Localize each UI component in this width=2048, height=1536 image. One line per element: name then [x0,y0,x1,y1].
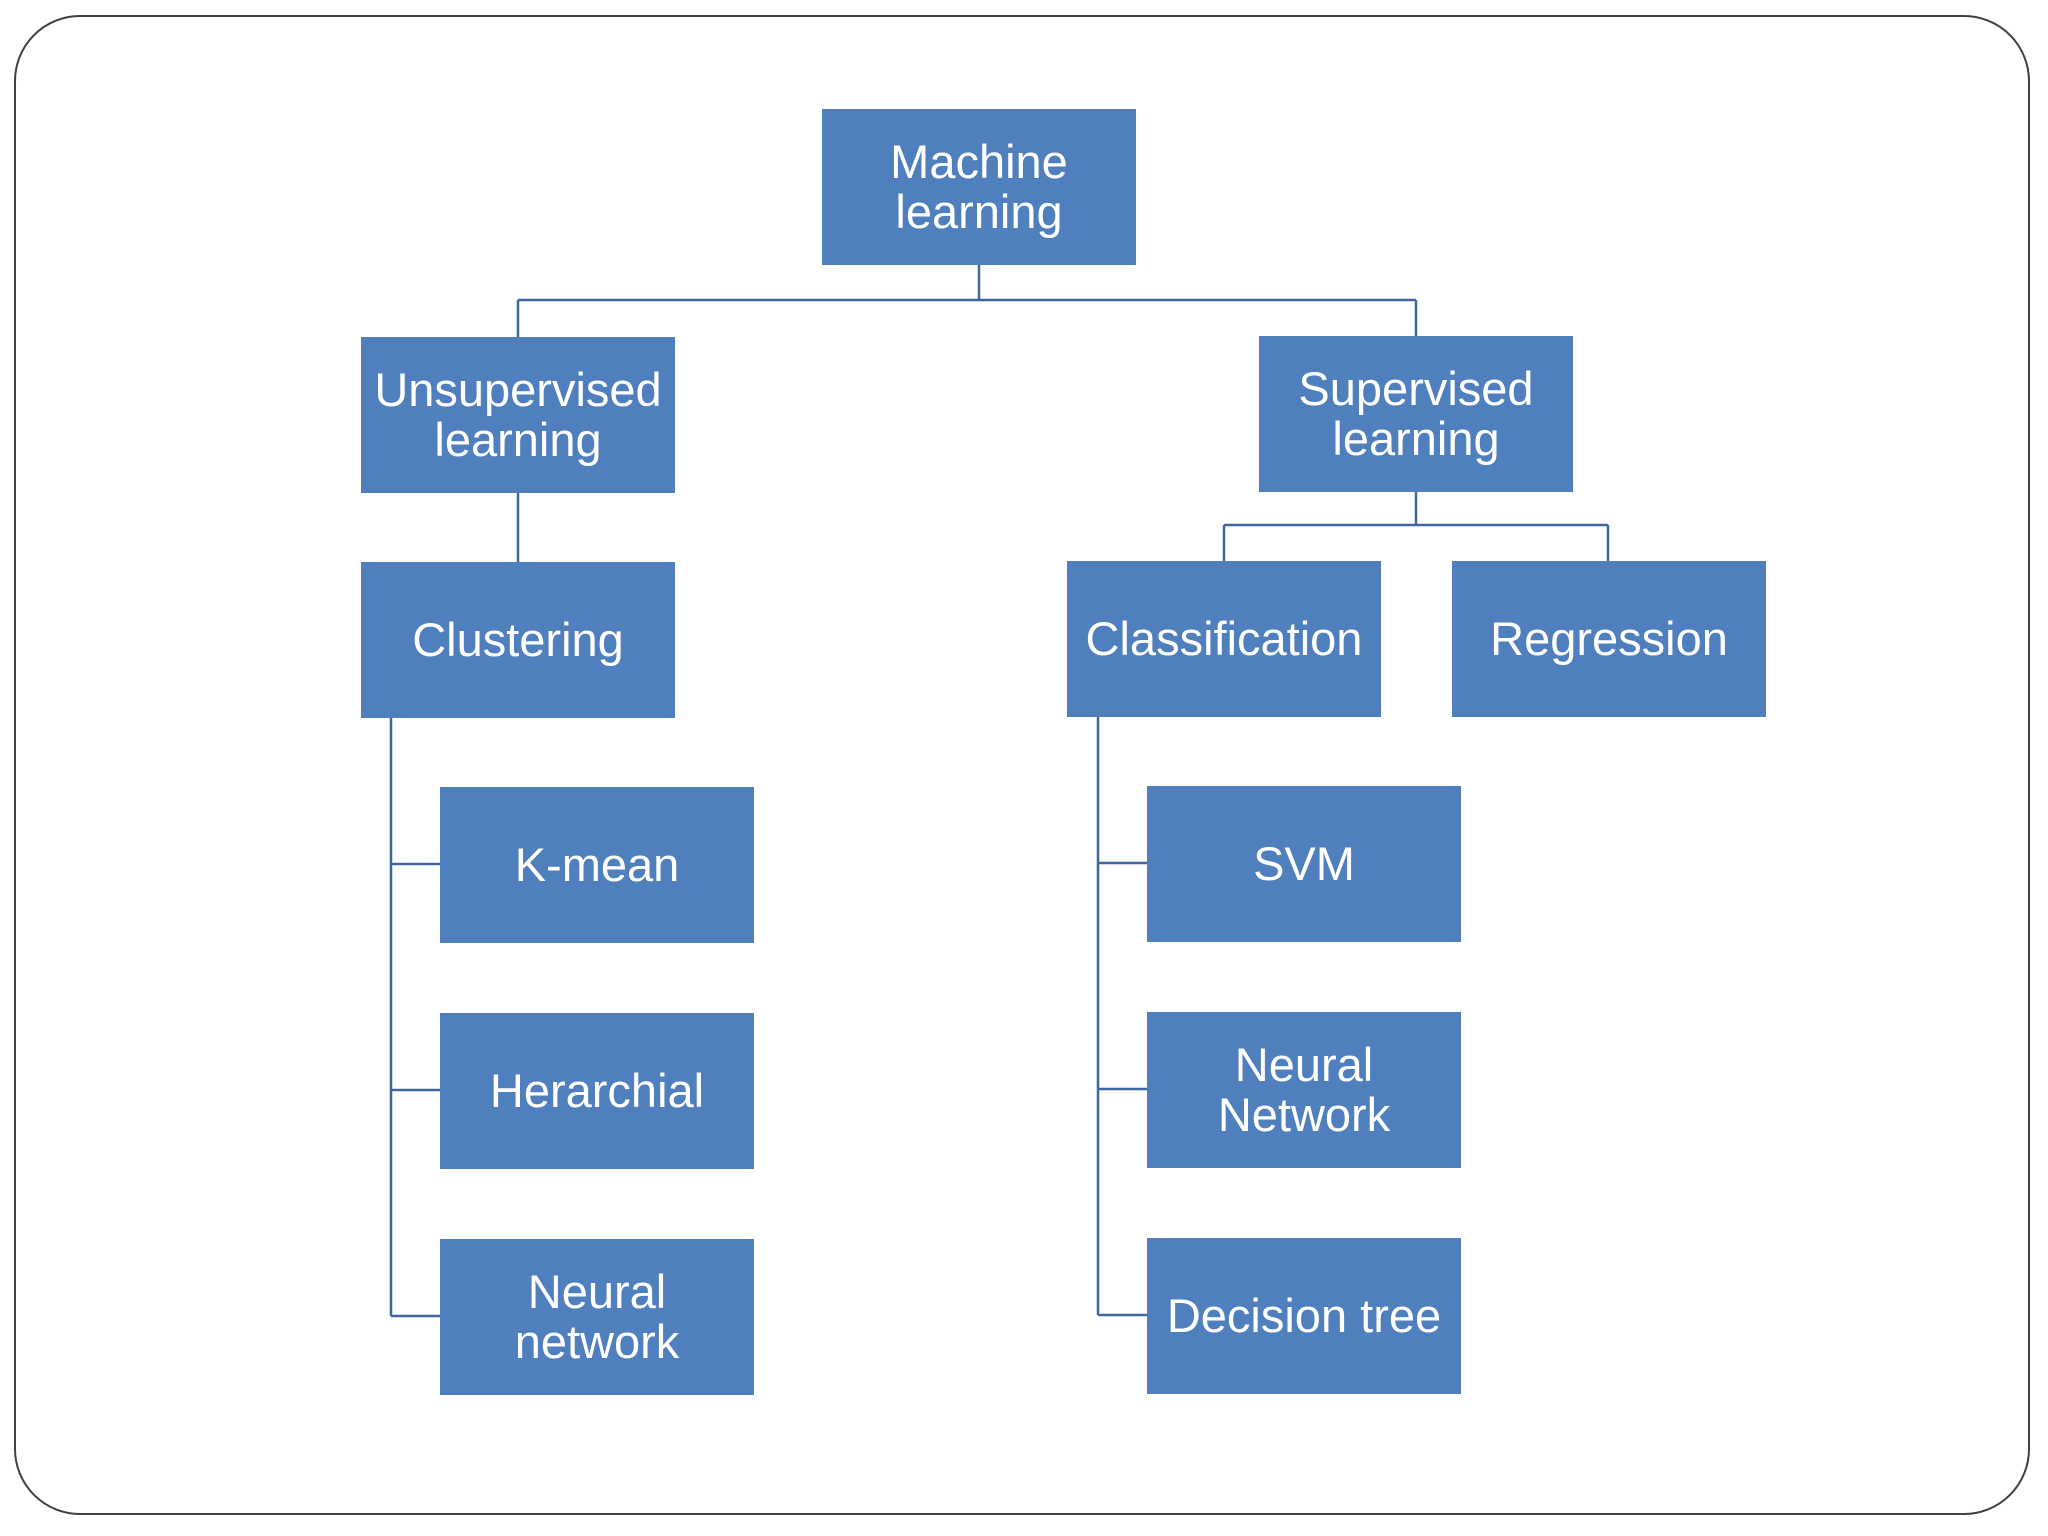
node-decision-tree: Decision tree [1147,1238,1461,1394]
node-svm: SVM [1147,786,1461,942]
node-clustering: Clustering [361,562,675,718]
node-k-mean: K-mean [440,787,754,943]
node-regression: Regression [1452,561,1766,717]
node-unsupervised-learning: Unsupervised learning [361,337,675,493]
node-neural-network-unsupervised: Neural network [440,1239,754,1395]
node-neural-network-supervised: Neural Network [1147,1012,1461,1168]
node-machine-learning: Machine learning [822,109,1136,265]
slide-frame [14,15,2030,1515]
node-supervised-learning: Supervised learning [1259,336,1573,492]
node-herarchial: Herarchial [440,1013,754,1169]
node-classification: Classification [1067,561,1381,717]
